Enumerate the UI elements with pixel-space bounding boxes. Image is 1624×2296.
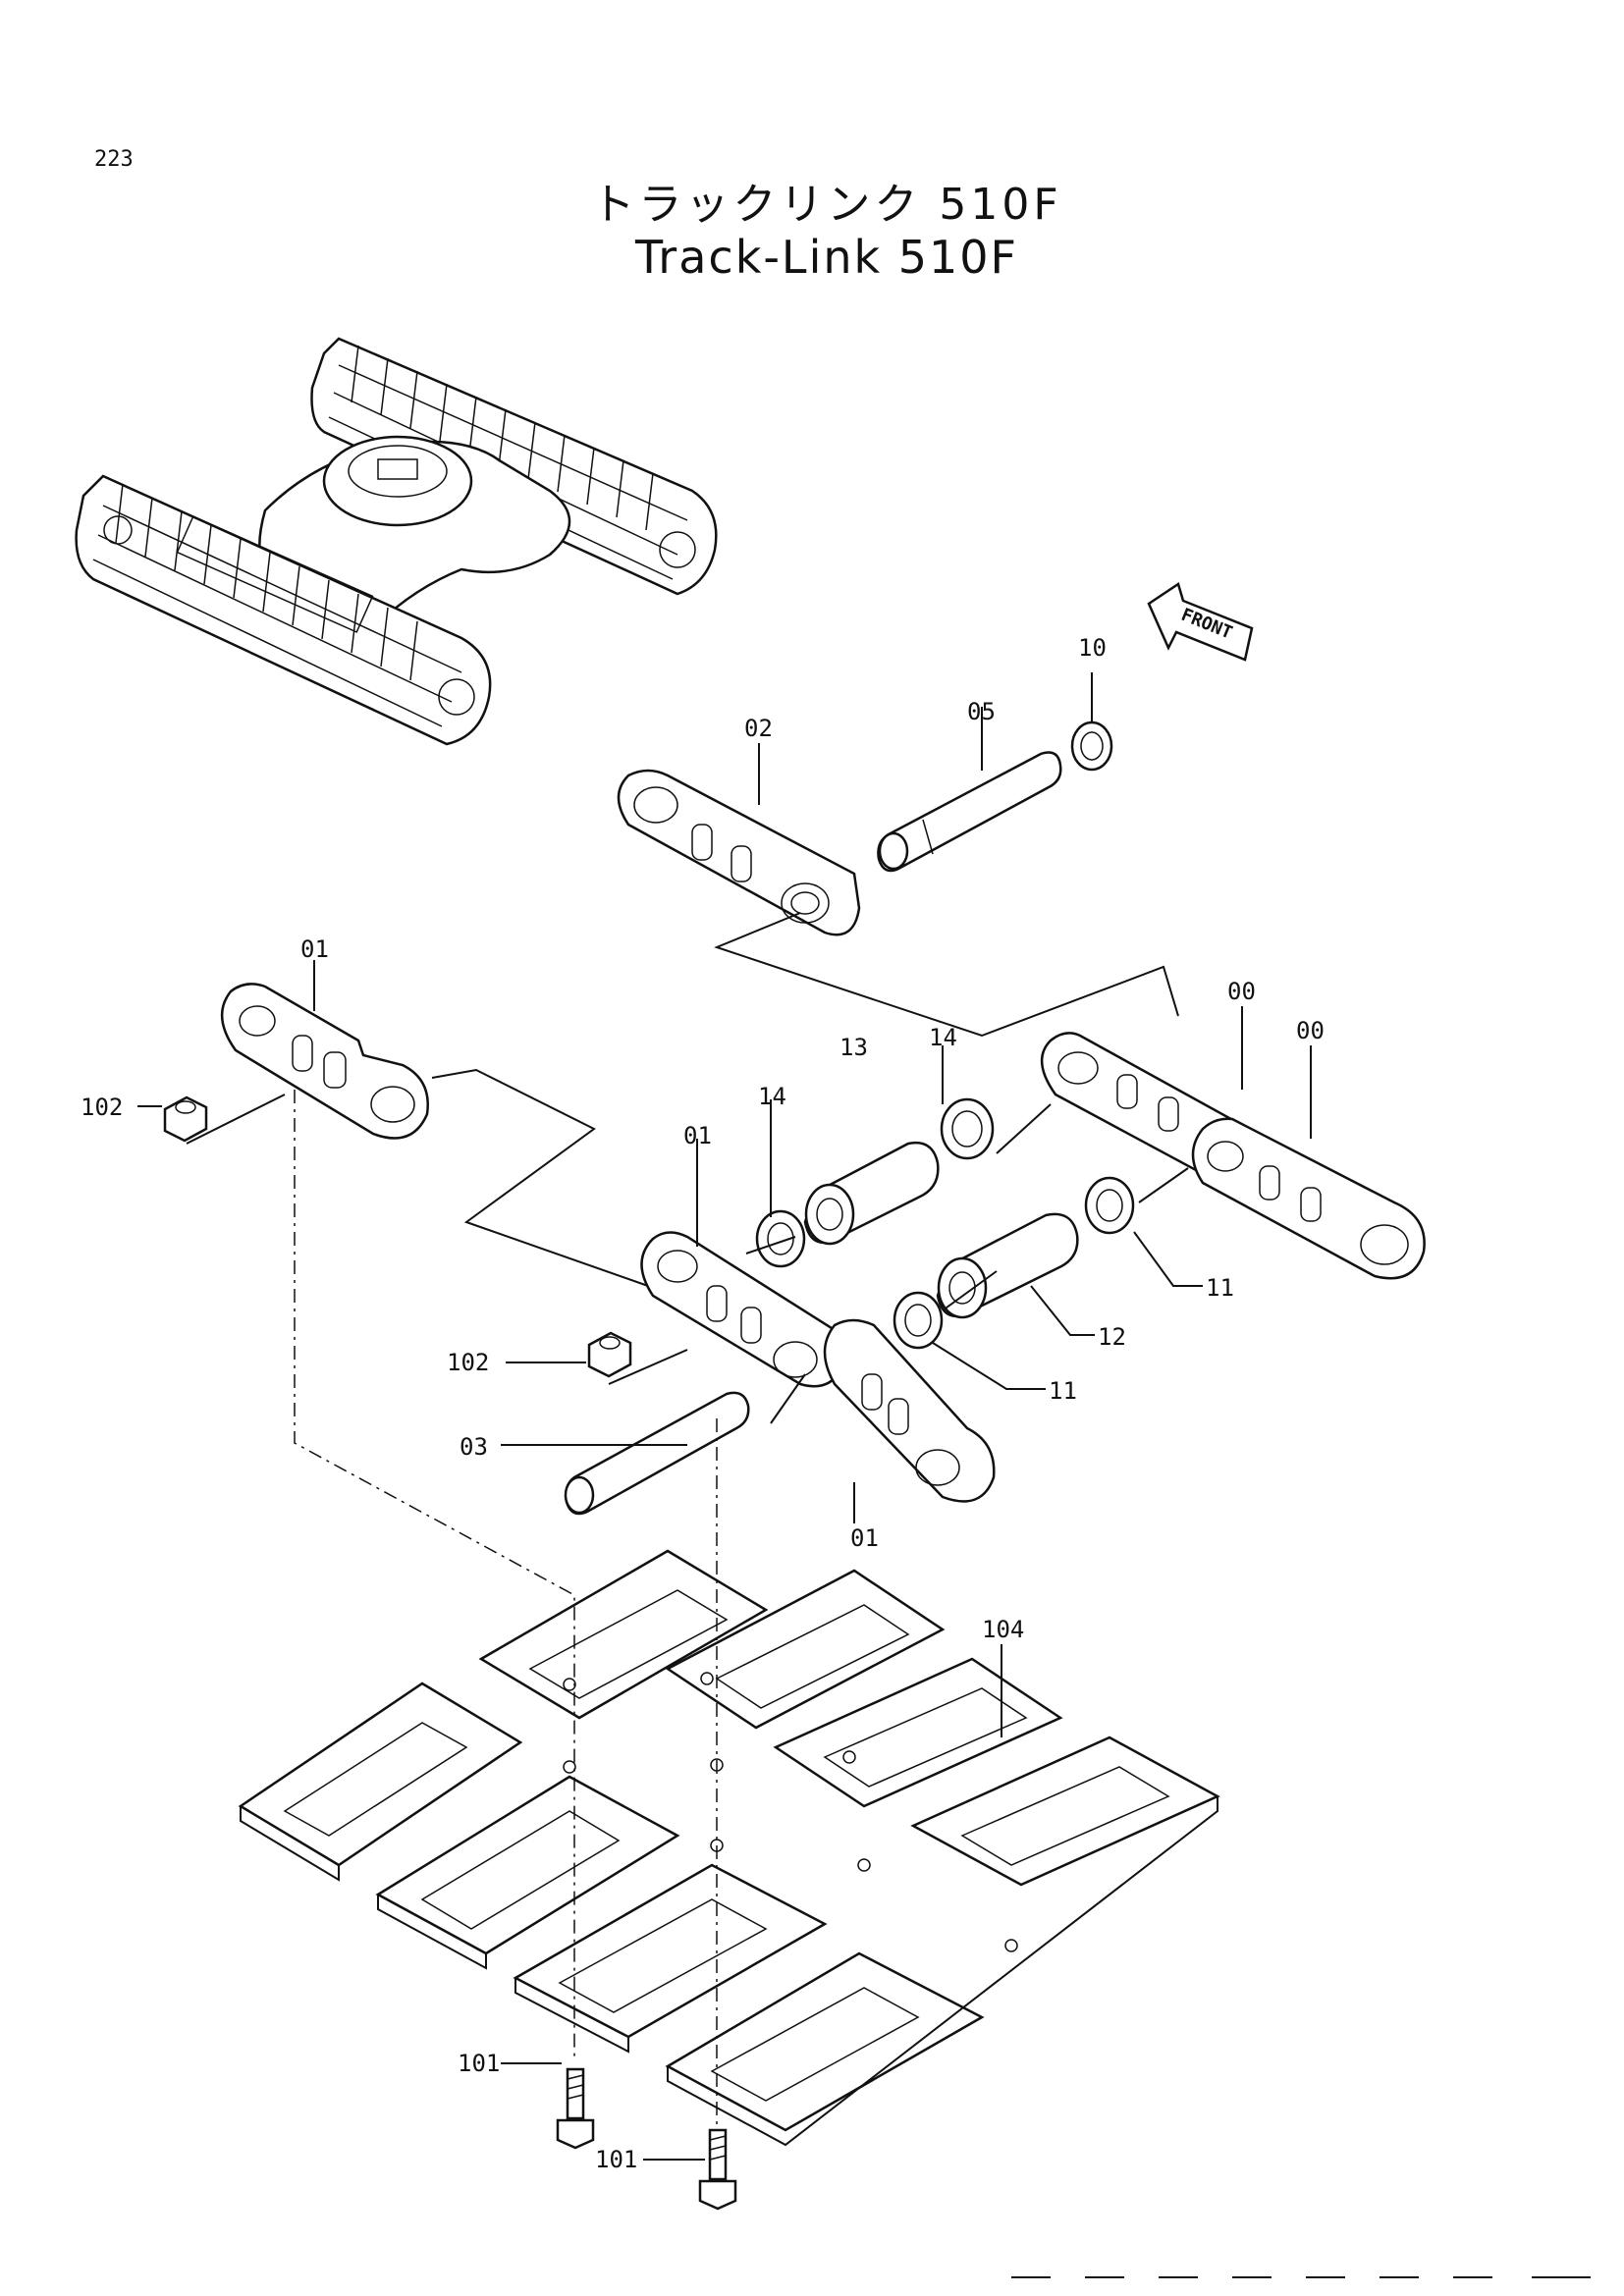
title-english: Track-Link 510F bbox=[634, 231, 1019, 284]
front-arrow-icon: FRONT bbox=[1147, 582, 1254, 662]
link-01-center-b bbox=[823, 1318, 996, 1503]
leader-lines bbox=[137, 672, 1312, 2161]
page-number: 223 bbox=[94, 147, 134, 172]
part-labels: 02 05 10 00 00 01 01 01 14 14 13 11 11 1… bbox=[81, 634, 1325, 2173]
label-14-lower: 14 bbox=[758, 1083, 786, 1110]
label-11-lower: 11 bbox=[1049, 1377, 1077, 1405]
seal-11-upper bbox=[1084, 1176, 1135, 1235]
label-02: 02 bbox=[744, 715, 773, 742]
bolt-101-upper bbox=[556, 2067, 595, 2150]
label-10: 10 bbox=[1078, 634, 1107, 662]
label-00-a: 00 bbox=[1227, 978, 1256, 1005]
bushing-13 bbox=[803, 1141, 940, 1246]
bushing-12 bbox=[936, 1212, 1079, 1319]
link-02 bbox=[617, 769, 861, 936]
pin-05 bbox=[877, 751, 1062, 873]
seal-14-lower bbox=[755, 1209, 806, 1268]
label-01-bottom: 01 bbox=[850, 1524, 879, 1552]
bolt-101-lower bbox=[698, 2128, 737, 2211]
label-12: 12 bbox=[1098, 1323, 1126, 1351]
label-11-upper: 11 bbox=[1206, 1274, 1234, 1302]
label-101-lower: 101 bbox=[595, 2146, 637, 2173]
label-01-left: 01 bbox=[300, 935, 329, 963]
label-13: 13 bbox=[839, 1034, 868, 1061]
link-00-b bbox=[1191, 1117, 1426, 1280]
label-14-upper: 14 bbox=[929, 1024, 957, 1051]
seal-11-lower bbox=[893, 1291, 944, 1350]
link-01-left bbox=[220, 983, 429, 1140]
label-104: 104 bbox=[982, 1616, 1024, 1643]
nut-102-left bbox=[163, 1095, 208, 1143]
label-03: 03 bbox=[460, 1433, 488, 1461]
label-102-left: 102 bbox=[81, 1094, 123, 1121]
title-japanese: トラックリンク 510F bbox=[591, 180, 1062, 230]
undercarriage-overview bbox=[75, 337, 718, 746]
label-00-b: 00 bbox=[1296, 1017, 1325, 1044]
label-01-center: 01 bbox=[683, 1122, 712, 1149]
nut-102-center bbox=[587, 1331, 632, 1378]
seal-14-upper bbox=[940, 1097, 995, 1160]
snap-ring-10 bbox=[1070, 721, 1113, 772]
label-05: 05 bbox=[967, 698, 996, 725]
pin-03 bbox=[564, 1391, 750, 1516]
link-01-center-a bbox=[640, 1231, 846, 1388]
track-shoes-104 bbox=[238, 1549, 1220, 2147]
label-102-center: 102 bbox=[447, 1349, 489, 1376]
label-101-upper: 101 bbox=[458, 2050, 500, 2077]
